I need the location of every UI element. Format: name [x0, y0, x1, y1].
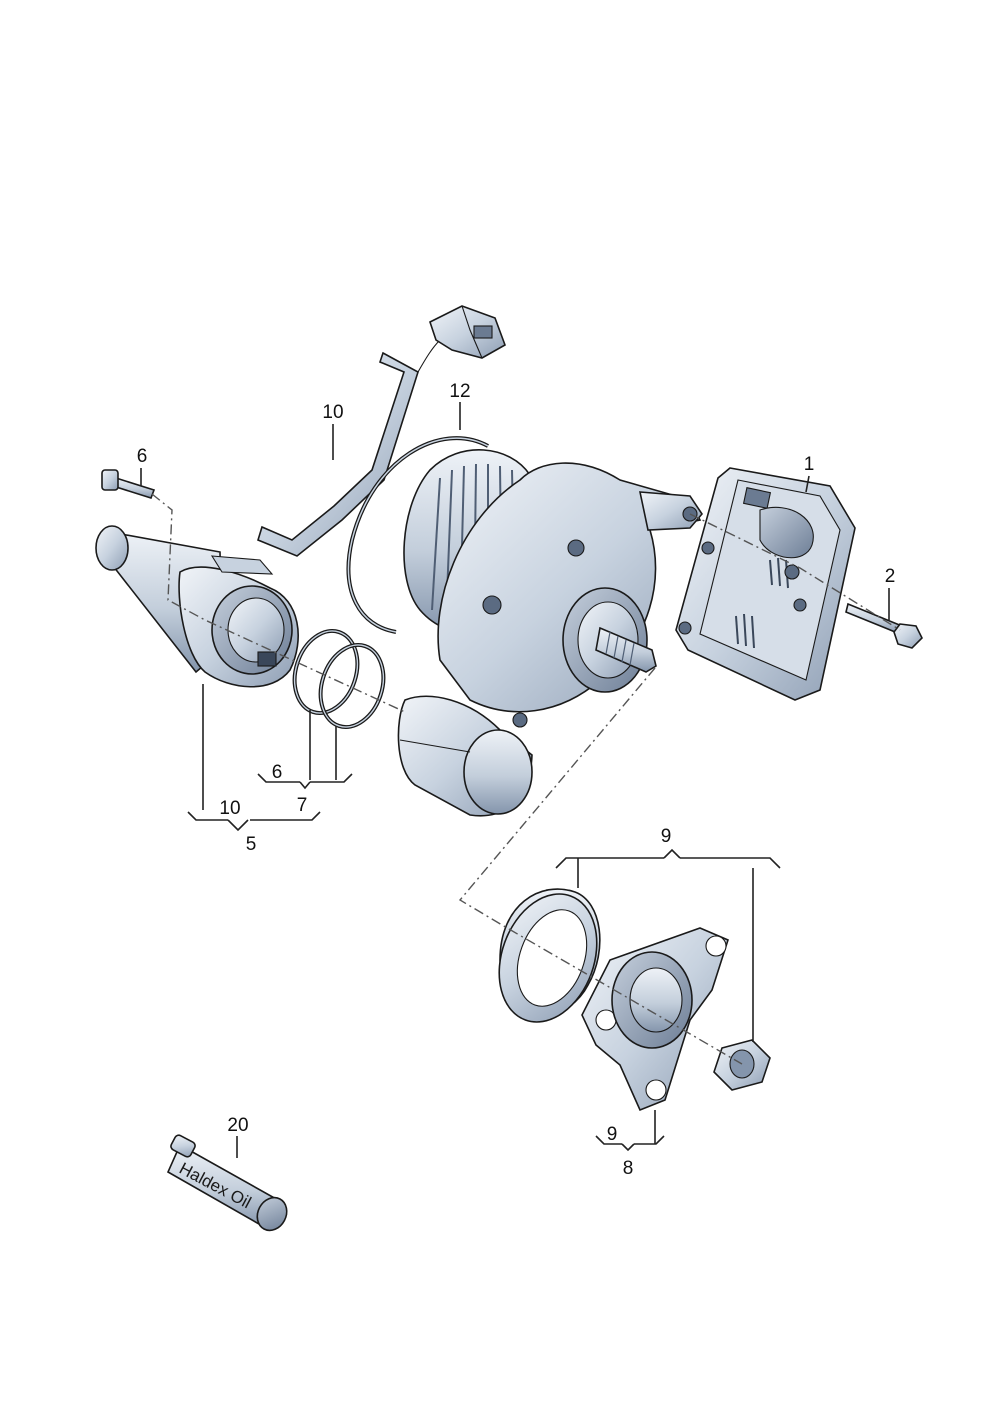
callout-6-bolt: 6 [137, 446, 148, 467]
o-ring-small-part [292, 628, 360, 716]
callout-10-cable: 10 [322, 402, 343, 423]
callout-6-ring: 6 [272, 762, 283, 783]
haldex-oil-bottle-part: Haldex Oil [166, 1134, 288, 1232]
callout-20: 20 [227, 1115, 248, 1136]
callout-9-top: 9 [661, 826, 672, 847]
callout-8: 8 [623, 1158, 634, 1179]
callout-10-motor: 10 [219, 798, 240, 819]
callout-12: 12 [449, 381, 470, 402]
large-o-ring-part [346, 436, 489, 634]
control-unit-part [675, 467, 856, 701]
electric-motor-part [95, 525, 299, 688]
flange-nut-part [713, 1039, 771, 1091]
shaft-seal-part [498, 888, 601, 1023]
leader-lines [140, 402, 890, 1158]
clutch-pump-housing-part [397, 449, 704, 817]
wiring-harness-part [257, 305, 506, 557]
callout-9-bottom: 9 [607, 1124, 618, 1145]
motor-bolt-part [101, 469, 156, 499]
callout-5: 5 [246, 834, 257, 855]
assembly-dash-lines [151, 493, 901, 1065]
wiring-connector-plug [429, 305, 506, 359]
control-unit-bolt-part [845, 602, 923, 649]
callout-1: 1 [804, 454, 815, 475]
callout-labels: 1 2 5 6 6 7 8 9 9 10 10 12 20 [137, 381, 896, 1179]
drive-flange-part [581, 927, 729, 1112]
callout-2: 2 [885, 566, 896, 587]
callout-7: 7 [297, 795, 308, 816]
o-ring-large-part [318, 642, 386, 730]
